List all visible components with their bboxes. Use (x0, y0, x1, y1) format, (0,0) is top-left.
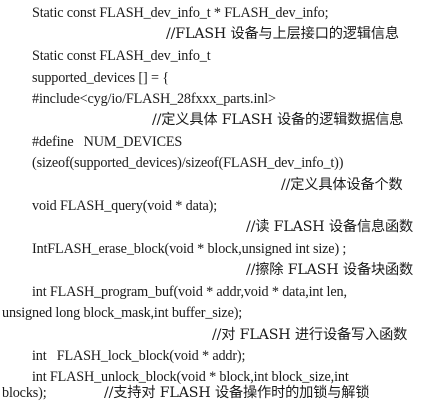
code-line-5: #include<cyg/io/FLASH_28fxxx_parts.inl> (32, 91, 276, 107)
code-line-1: Static const FLASH_dev_info_t * FLASH_de… (32, 5, 329, 21)
comment-line-6: //定义具体 FLASH 设备的逻辑数据信息 (152, 112, 404, 128)
code-line-17: int FLASH_lock_block(void * addr); (32, 348, 246, 364)
code-line-14: int FLASH_program_buf(void * addr,void *… (32, 284, 347, 300)
code-line-8: (sizeof(supported_devices)/sizeof(FLASH_… (32, 155, 344, 171)
code-line-7: #define NUM_DEVICES (32, 134, 183, 150)
comment-line-11: //读 FLASH 设备信息函数 (246, 219, 414, 235)
comment-line-20: //支持对 FLASH 设备操作时的加锁与解锁 (104, 385, 370, 401)
comment-line-16: //对 FLASH 进行设备写入函数 (212, 327, 408, 343)
code-line-19: blocks); (2, 385, 47, 401)
code-line-12: IntFLASH_erase_block(void * block,unsign… (32, 241, 347, 257)
code-line-3: Static const FLASH_dev_info_t (32, 48, 211, 64)
code-line-10: void FLASH_query(void * data); (32, 198, 218, 214)
code-line-18: int FLASH_unlock_block(void * block,int … (32, 369, 349, 385)
code-line-4: supported_devices [] = { (32, 70, 169, 86)
code-line-15: unsigned long block_mask,int buffer_size… (2, 305, 243, 321)
comment-line-9: //定义具体设备个数 (281, 177, 403, 193)
comment-line-2: //FLASH 设备与上层接口的逻辑信息 (166, 26, 399, 42)
comment-line-13: //擦除 FLASH 设备块函数 (246, 262, 414, 278)
